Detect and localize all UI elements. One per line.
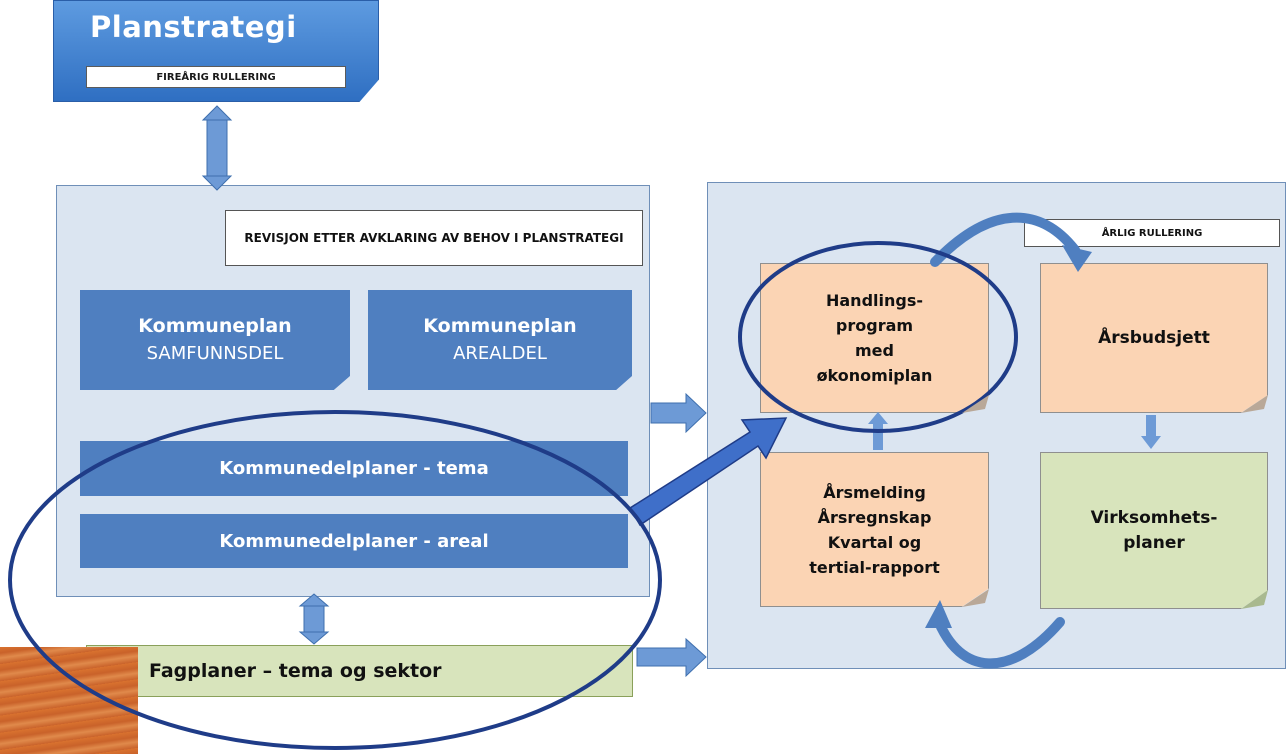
handlings-line: program bbox=[835, 316, 914, 335]
cycle-arrow-top-icon bbox=[930, 212, 1080, 267]
fagplaner-box: Fagplaner – tema og sektor bbox=[86, 645, 633, 697]
arsmelding-note: Årsmelding Årsregnskap Kvartal og tertia… bbox=[760, 452, 989, 607]
arsbudsjett-note: Årsbudsjett bbox=[1040, 263, 1268, 413]
arealdel-subtitle: AREALDEL bbox=[453, 343, 547, 364]
kommunedelplaner-areal-bar: Kommunedelplaner - areal bbox=[80, 514, 628, 568]
folded-corner-icon bbox=[1241, 395, 1268, 413]
kommuneplan-samfunnsdel-card: Kommuneplan SAMFUNNSDEL bbox=[80, 290, 350, 390]
cycle-arrowhead-icon bbox=[1062, 245, 1092, 272]
handlingsprogram-note: Handlings- program med økonomiplan bbox=[760, 263, 989, 413]
orange-texture-thumbnail bbox=[0, 647, 138, 754]
up-arrow-icon bbox=[868, 412, 888, 450]
folded-corner-icon bbox=[962, 395, 989, 413]
virksomhets-line: Virksomhets- bbox=[1090, 507, 1218, 528]
arsmelding-line: Årsmelding bbox=[823, 482, 926, 502]
samfunnsdel-subtitle: SAMFUNNSDEL bbox=[146, 343, 284, 364]
arsmelding-line: Årsregnskap bbox=[817, 507, 932, 527]
handlings-line: Handlings- bbox=[825, 291, 923, 310]
annotation-arrow-icon bbox=[628, 417, 788, 527]
planstrategi-subtitle: FIREÅRIG RULLERING bbox=[86, 66, 346, 88]
arsmelding-line: Kvartal og bbox=[827, 532, 922, 552]
arsmelding-line: tertial-rapport bbox=[809, 557, 940, 577]
handlings-line: med bbox=[855, 341, 894, 360]
virksomhets-line: planer bbox=[1123, 532, 1185, 553]
arsbudsjett-label: Årsbudsjett bbox=[1098, 327, 1210, 348]
cycle-arrowhead-icon bbox=[925, 600, 952, 628]
highlight-ellipse bbox=[8, 410, 662, 750]
right-arrow-icon bbox=[650, 392, 707, 434]
revisjon-note: REVISJON ETTER AVKLARING AV BEHOV I PLAN… bbox=[225, 210, 643, 266]
folded-corner-icon bbox=[962, 589, 989, 607]
double-arrow-icon bbox=[201, 105, 233, 191]
handlings-line: økonomiplan bbox=[816, 366, 933, 385]
cycle-arrow-bottom-icon bbox=[933, 615, 1065, 669]
virksomhetsplaner-note: Virksomhets- planer bbox=[1040, 452, 1268, 609]
highlight-ellipse bbox=[738, 241, 1018, 433]
double-arrow-icon bbox=[298, 593, 330, 645]
planstrategi-title: Planstrategi bbox=[90, 10, 297, 44]
right-arrow-icon bbox=[636, 637, 707, 678]
samfunnsdel-title: Kommuneplan bbox=[138, 315, 292, 337]
kommuneplan-arealdel-card: Kommuneplan AREALDEL bbox=[368, 290, 632, 390]
arealdel-title: Kommuneplan bbox=[423, 315, 577, 337]
down-arrow-icon bbox=[1141, 415, 1161, 449]
folded-corner-icon bbox=[1241, 590, 1268, 609]
